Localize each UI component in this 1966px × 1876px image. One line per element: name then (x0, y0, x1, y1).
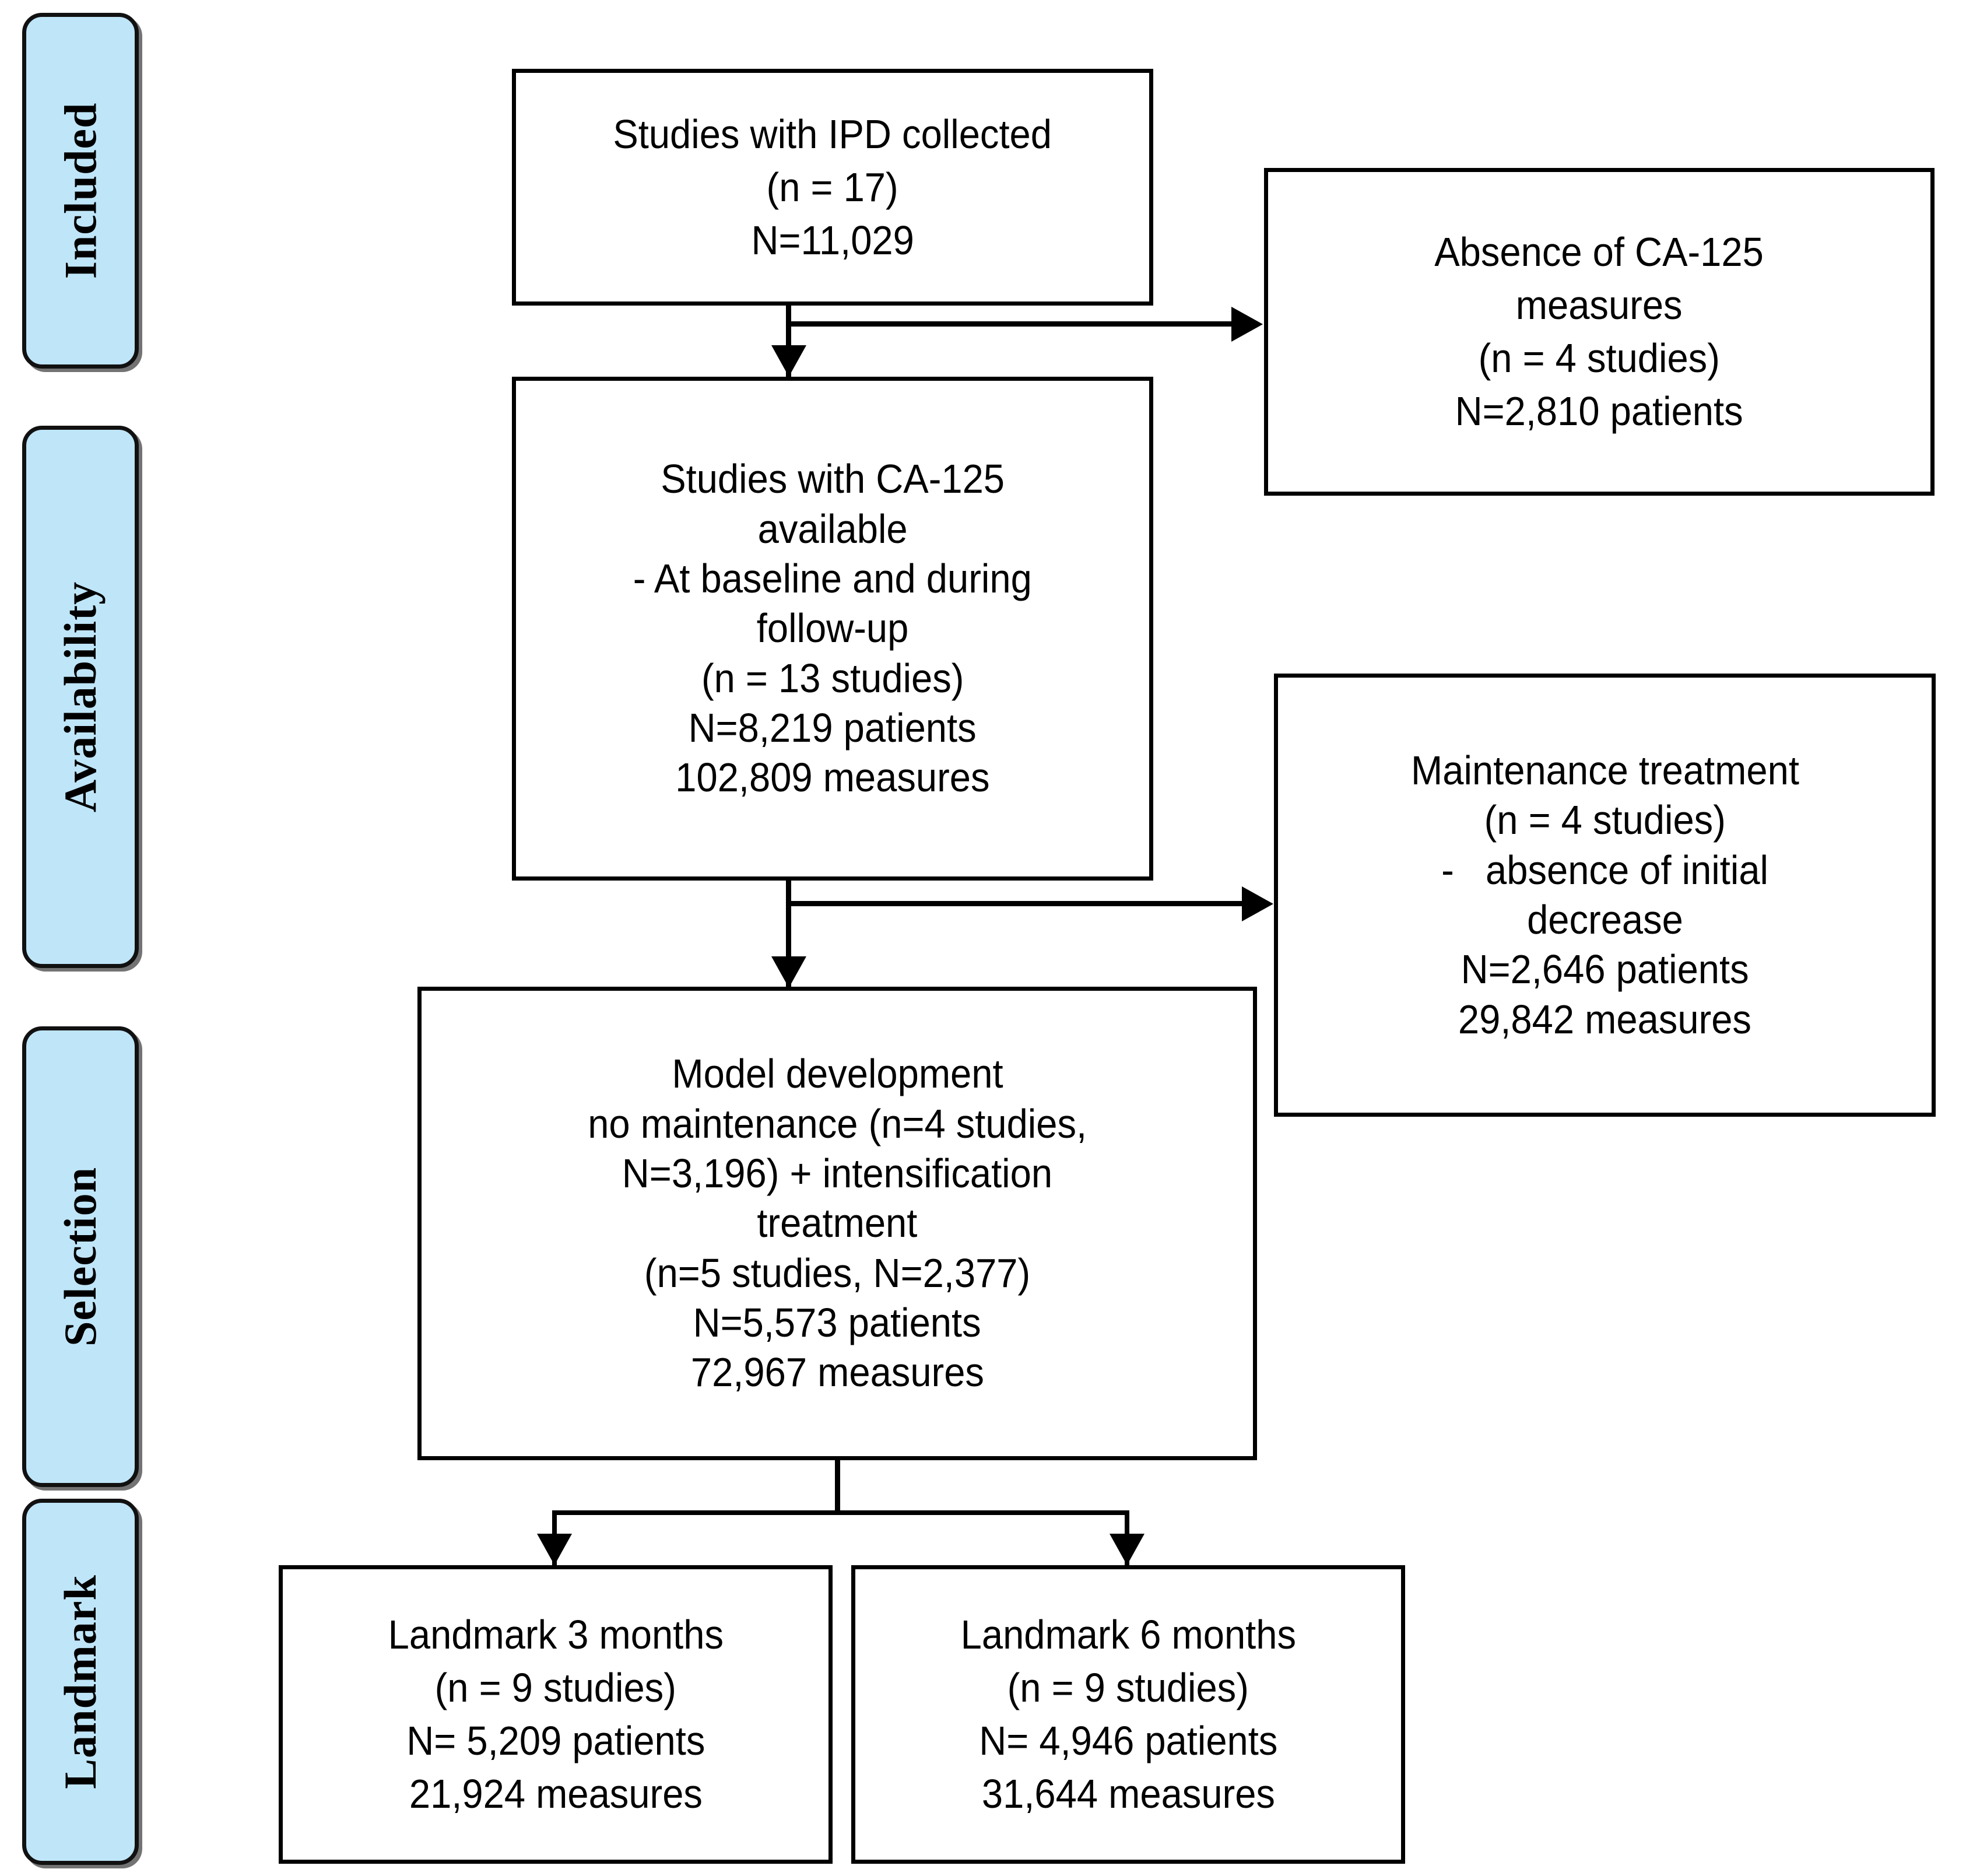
stage-pill-selection: Selection (22, 1026, 139, 1487)
box-line: N=5,573 patients (693, 1300, 982, 1346)
stage-pill-availability: Availability (22, 426, 139, 968)
box-line: N= 5,209 patients (406, 1718, 705, 1763)
box-line: Model development (671, 1051, 1003, 1097)
box-line: 31,644 measures (981, 1771, 1275, 1817)
box-line: N=11,029 (751, 217, 914, 263)
box-line: (n = 4 studies) (1484, 797, 1726, 843)
box-line: (n = 4 studies) (1478, 335, 1721, 381)
arrow-included-to-available (771, 345, 806, 377)
box-line: (n = 9 studies) (1007, 1665, 1249, 1710)
box-line: (n = 9 studies) (434, 1665, 677, 1710)
box-landmark-3-months: Landmark 3 months (n = 9 studies) N= 5,2… (279, 1565, 833, 1864)
stage-label-availability: Availability (55, 581, 106, 813)
box-line: - At baseline and during (633, 555, 1033, 601)
box-line: (n = 13 studies) (701, 655, 964, 701)
box-line: Studies with CA-125 (661, 456, 1005, 502)
stage-pill-included: Included (22, 13, 139, 369)
box-line: Maintenance treatment (1410, 747, 1799, 793)
connector-model-stem (835, 1458, 840, 1514)
connector-included-to-exclusion (786, 321, 1236, 327)
box-line: 102,809 measures (675, 755, 990, 801)
box-line: Absence of CA-125 (1434, 229, 1764, 275)
box-line: follow-up (756, 605, 909, 651)
stage-label-selection: Selection (55, 1167, 106, 1346)
box-line: Landmark 6 months (960, 1612, 1296, 1657)
box-line: treatment (757, 1200, 918, 1246)
box-model-development: Model development no maintenance (n=4 st… (417, 987, 1257, 1460)
box-line: Studies with IPD collected (613, 111, 1052, 157)
box-line: 72,967 measures (690, 1349, 984, 1395)
box-line: - absence of initial (1441, 847, 1768, 893)
box-line: N=2,810 patients (1455, 388, 1744, 434)
arrow-to-landmark-3m (537, 1534, 572, 1565)
box-line: (n=5 studies, N=2,377) (644, 1250, 1031, 1296)
box-line: (n = 17) (766, 164, 899, 210)
box-line: available (757, 506, 908, 552)
arrow-available-to-model (771, 956, 806, 988)
box-exclusion-absence-ca125: Absence of CA-125 measures (n = 4 studie… (1264, 168, 1935, 496)
box-line: no maintenance (n=4 studies, (588, 1100, 1087, 1146)
box-line: 21,924 measures (409, 1771, 703, 1817)
stage-label-landmark: Landmark (55, 1575, 106, 1789)
box-studies-ca125-available: Studies with CA-125 available - At basel… (512, 377, 1153, 881)
connector-available-to-exclusion (786, 901, 1247, 906)
connector-landmark-bus (552, 1510, 1129, 1515)
box-line: N=8,219 patients (688, 705, 977, 751)
box-landmark-6-months: Landmark 6 months (n = 9 studies) N= 4,9… (851, 1565, 1405, 1864)
arrow-to-exclusion-no-ca125 (1231, 307, 1263, 342)
box-line: 29,842 measures (1458, 996, 1752, 1042)
box-line: measures (1516, 282, 1683, 328)
box-exclusion-maintenance-treatment: Maintenance treatment (n = 4 studies) - … (1274, 674, 1936, 1117)
box-line: N= 4,946 patients (978, 1718, 1278, 1763)
stage-pill-landmark: Landmark (22, 1499, 139, 1865)
box-line: N=2,646 patients (1461, 946, 1749, 993)
arrow-to-exclusion-maintenance (1242, 886, 1273, 921)
arrow-to-landmark-6m (1110, 1534, 1145, 1565)
stage-label-included: Included (55, 102, 106, 279)
box-line: decrease (1526, 897, 1683, 942)
box-line: N=3,196) + intensification (622, 1150, 1053, 1196)
connector-included-stem (786, 302, 791, 377)
box-line: Landmark 3 months (388, 1612, 724, 1657)
box-studies-ipd-collected: Studies with IPD collected (n = 17) N=11… (512, 69, 1153, 306)
connector-available-stem (786, 879, 791, 990)
